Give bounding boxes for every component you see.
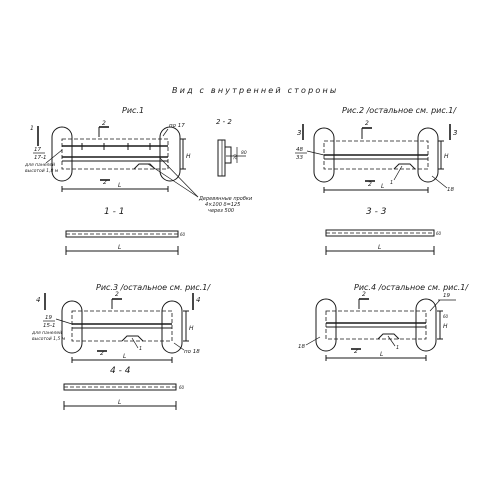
- figure-2: Рис.2 /остальное см. рис.1/ 1 3 3 48 33 …: [295, 106, 457, 255]
- fig2-top-gap-label: 2: [365, 120, 369, 127]
- fig1-mark-right: по 17: [169, 123, 185, 129]
- fig4-gap-label: 2: [354, 348, 358, 355]
- fig1-mark-right-leader: [162, 128, 169, 137]
- fig3-note-line-2: высотой 1,5 м: [32, 336, 66, 342]
- fig1-mark-sub: 17-1: [34, 155, 46, 161]
- fig3-note-leader: [55, 318, 73, 325]
- fig1-top-gap-label: 2: [102, 120, 106, 127]
- fig2-gap2-label: 2: [368, 181, 372, 188]
- fig3-len-label: L: [123, 353, 126, 360]
- fig2-plug-leader: [393, 165, 403, 181]
- fig4-left-oval: [315, 298, 337, 352]
- fig4-panel-outline: [325, 310, 427, 340]
- fig3-cut-right-label: 4: [196, 296, 200, 304]
- fig1-section-view-label: 1 - 1: [104, 207, 124, 217]
- fig4-mark-left: 18: [298, 344, 305, 350]
- fig4-mark-left-leader: [305, 336, 321, 346]
- fig3-bar-thickness: 60: [179, 385, 185, 390]
- fig2-mark-b: 33: [296, 155, 303, 161]
- figure-3: Рис.3 /остальное см. рис.1/ 1 4 4 19 15-…: [31, 283, 211, 410]
- fig1-bar-dim-label: L: [118, 244, 121, 251]
- fig2-mark-a: 48: [296, 147, 303, 153]
- fig3-panel-outline: [71, 310, 173, 342]
- fig1-title: Рис.1: [122, 106, 144, 115]
- fig2-cut-left-label: 3: [297, 129, 301, 137]
- fig3-mark-level: 19: [45, 315, 52, 321]
- fig1-section-label: 2 - 2: [216, 118, 232, 126]
- fig4-bar-thickness: 60: [443, 314, 449, 319]
- fig4-mark-right: 19: [443, 293, 450, 299]
- fig2-h-label: H: [444, 153, 449, 160]
- fig1-plug-note-3: через 500: [208, 208, 234, 214]
- fig4-title: Рис.4 /остальное см. рис.1/: [354, 283, 469, 292]
- sheet-title: Вид с внутренней стороны: [172, 86, 338, 95]
- fig3-note-line-1: для панелей: [31, 330, 62, 336]
- figure-1: Рис.1 1 17 17-1 для панелей высотой 1,8 …: [24, 106, 253, 255]
- fig2-cut-right-label: 3: [453, 129, 457, 137]
- fig1-section-dim-b: 80: [241, 150, 247, 156]
- fig4-right-oval: [415, 298, 437, 352]
- fig4-h-label: H: [443, 323, 448, 330]
- fig4-wood-plug: [377, 333, 400, 340]
- fig4-gap2-label: 1: [396, 345, 399, 351]
- fig3-section-view-label: 4 - 4: [110, 366, 131, 376]
- fig1-plug-leader: [159, 157, 199, 198]
- fig3-mark-sub: 15-1: [43, 323, 55, 329]
- fig1-note-line-2: высотой 1,8 м: [25, 168, 59, 174]
- fig2-mark-leader: [306, 150, 325, 156]
- fig3-mark-right-leader: [173, 342, 185, 351]
- fig1-gap-label: 2: [103, 179, 107, 186]
- fig1-section-dim-a: 30: [233, 154, 239, 160]
- fig3-plug-leader: [131, 337, 139, 349]
- fig3-right-oval: [161, 300, 183, 354]
- fig1-panel-outline: [61, 138, 169, 170]
- fig4-plug-leader: [387, 335, 396, 347]
- fig2-section-view-label: 3 - 3: [366, 207, 387, 217]
- figure-4: Рис.4 /остальное см. рис.1/ 1 2 19 H 18 …: [298, 283, 469, 361]
- fig1-note-line-1: для панелей: [24, 162, 55, 168]
- fig3-gap-label: 2: [100, 350, 104, 357]
- fig1-right-oval: [159, 126, 181, 182]
- fig2-len-label: L: [381, 183, 384, 190]
- fig4-mark-right-leader: [429, 299, 441, 312]
- fig1-len-label: L: [118, 182, 121, 189]
- fig3-gap2-label: 1: [139, 346, 142, 352]
- fig1-plug-note-2: 4×100 δ=125: [205, 202, 240, 208]
- fig1-note-leader: [45, 149, 63, 164]
- fig2-mark-right: 18: [447, 187, 454, 193]
- fig3-wood-plug: [121, 335, 144, 342]
- fig1-mark-level: 17: [34, 147, 41, 153]
- fig4-len-label: L: [380, 351, 383, 358]
- fig3-top-gap-label: 2: [115, 291, 119, 298]
- fig2-title: Рис.2 /остальное см. рис.1/: [342, 106, 457, 115]
- fig2-bar-dim-label: L: [378, 244, 381, 251]
- fig2-wood-plug: [393, 163, 416, 170]
- fig1-plug-note-1: Деревянные пробки: [198, 196, 253, 202]
- fig1-section-body: [217, 139, 226, 177]
- fig1-cut-label: 1: [30, 125, 34, 132]
- fig2-plug-num: 1: [390, 180, 393, 186]
- fig3-cut-left-label: 4: [36, 296, 40, 304]
- fig3-h-label: H: [189, 325, 194, 332]
- fig4-top-gap-label: 2: [362, 291, 366, 298]
- fig1-section-flange: [224, 146, 232, 164]
- fig3-mark-right: по 18: [184, 349, 200, 355]
- fig3-title: Рис.3 /остальное см. рис.1/: [96, 283, 211, 292]
- fig3-left-oval: [61, 300, 83, 354]
- fig1-bar-thickness: 60: [180, 232, 186, 237]
- fig1-h-label: H: [186, 153, 191, 160]
- fig1-left-oval: [51, 126, 73, 182]
- fig3-bar-dim-label: L: [118, 399, 121, 406]
- fig1-wood-plug: [133, 163, 156, 170]
- fig1-plug-leader: [147, 163, 199, 198]
- fig2-bar-thickness: 60: [436, 231, 442, 236]
- fig2-mark-right-leader: [431, 175, 448, 189]
